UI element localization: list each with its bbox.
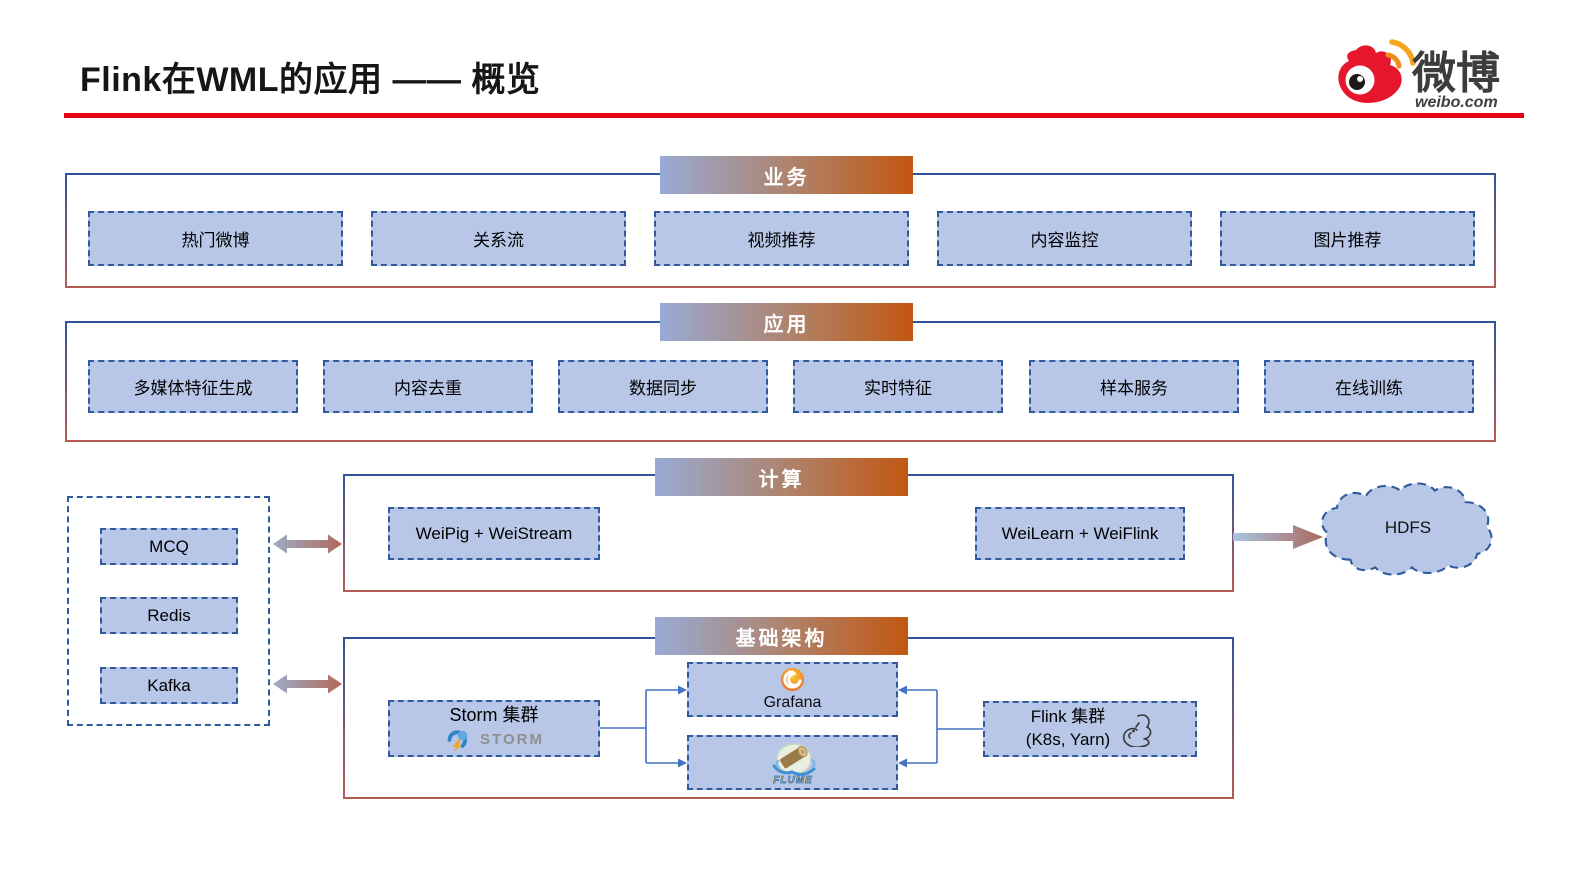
storage-box-redis: Redis: [100, 597, 238, 634]
infra-box-flink-cluster: Flink 集群 (K8s, Yarn): [983, 701, 1197, 757]
storm-icon: [447, 730, 468, 753]
title-underline: [64, 113, 1524, 118]
storage-box-mcq: MCQ: [100, 528, 238, 565]
grafana-label: Grafana: [763, 694, 822, 712]
hdfs-arrow-icon: [1233, 525, 1323, 549]
weibo-logo-icon: 微博 weibo.com: [1338, 39, 1500, 111]
app-box-realtime-feature: 实时特征: [793, 360, 1003, 413]
page-title: Flink在WML的应用 —— 概览: [80, 61, 541, 99]
app-box-dedup: 内容去重: [323, 360, 533, 413]
hdfs-cloud: [1321, 482, 1493, 576]
business-box-hot-weibo: 热门微博: [88, 211, 343, 266]
app-box-multimedia-feature: 多媒体特征生成: [88, 360, 298, 413]
infra-box-flume: FLUME: [687, 735, 898, 790]
grafana-icon: [780, 668, 805, 692]
business-box-content-monitor: 内容监控: [937, 211, 1192, 266]
infra-box-grafana: Grafana: [687, 662, 898, 717]
hdfs-label: HDFS: [1384, 518, 1432, 537]
computing-band-label: 计算: [655, 458, 908, 496]
business-box-image-rec: 图片推荐: [1220, 211, 1475, 266]
business-box-relation-stream: 关系流: [371, 211, 626, 266]
storm-logo-text: STORM: [480, 730, 544, 748]
application-band-label: 应用: [660, 303, 913, 341]
storage-group-container: [67, 496, 270, 726]
flink-cluster-sublabel: (K8s, Yarn): [1025, 730, 1111, 749]
flume-label: FLUME: [773, 775, 812, 786]
application-band: [65, 321, 1496, 442]
weibo-signal-icon: [1385, 52, 1402, 69]
computing-box-weilearn-weiflink: WeiLearn + WeiFlink: [975, 507, 1185, 560]
infrastructure-band-label: 基础架构: [655, 617, 908, 655]
bidirectional-arrow-icon: [273, 534, 342, 554]
weibo-domain-text: weibo.com: [1415, 94, 1498, 111]
business-box-video-rec: 视频推荐: [654, 211, 909, 266]
storm-cluster-label: Storm 集群: [449, 704, 539, 725]
infra-box-storm-cluster: Storm 集群 STORM: [388, 700, 600, 757]
flink-squirrel-icon: [1123, 714, 1152, 747]
flink-to-monitor-connector: [898, 685, 983, 768]
app-box-data-sync: 数据同步: [558, 360, 768, 413]
weibo-brand-text: 微博: [1411, 49, 1500, 98]
computing-box-weipig-weistream: WeiPig + WeiStream: [388, 507, 600, 560]
flink-cluster-label: Flink 集群: [1030, 707, 1106, 727]
business-band-label: 业务: [660, 156, 913, 194]
app-box-online-training: 在线训练: [1264, 360, 1474, 413]
storm-to-monitor-connector: [600, 685, 687, 768]
storage-box-kafka: Kafka: [100, 667, 238, 704]
flume-icon: FLUME: [772, 742, 816, 786]
bidirectional-arrow-icon: [273, 674, 342, 694]
app-box-sample-service: 样本服务: [1029, 360, 1239, 413]
